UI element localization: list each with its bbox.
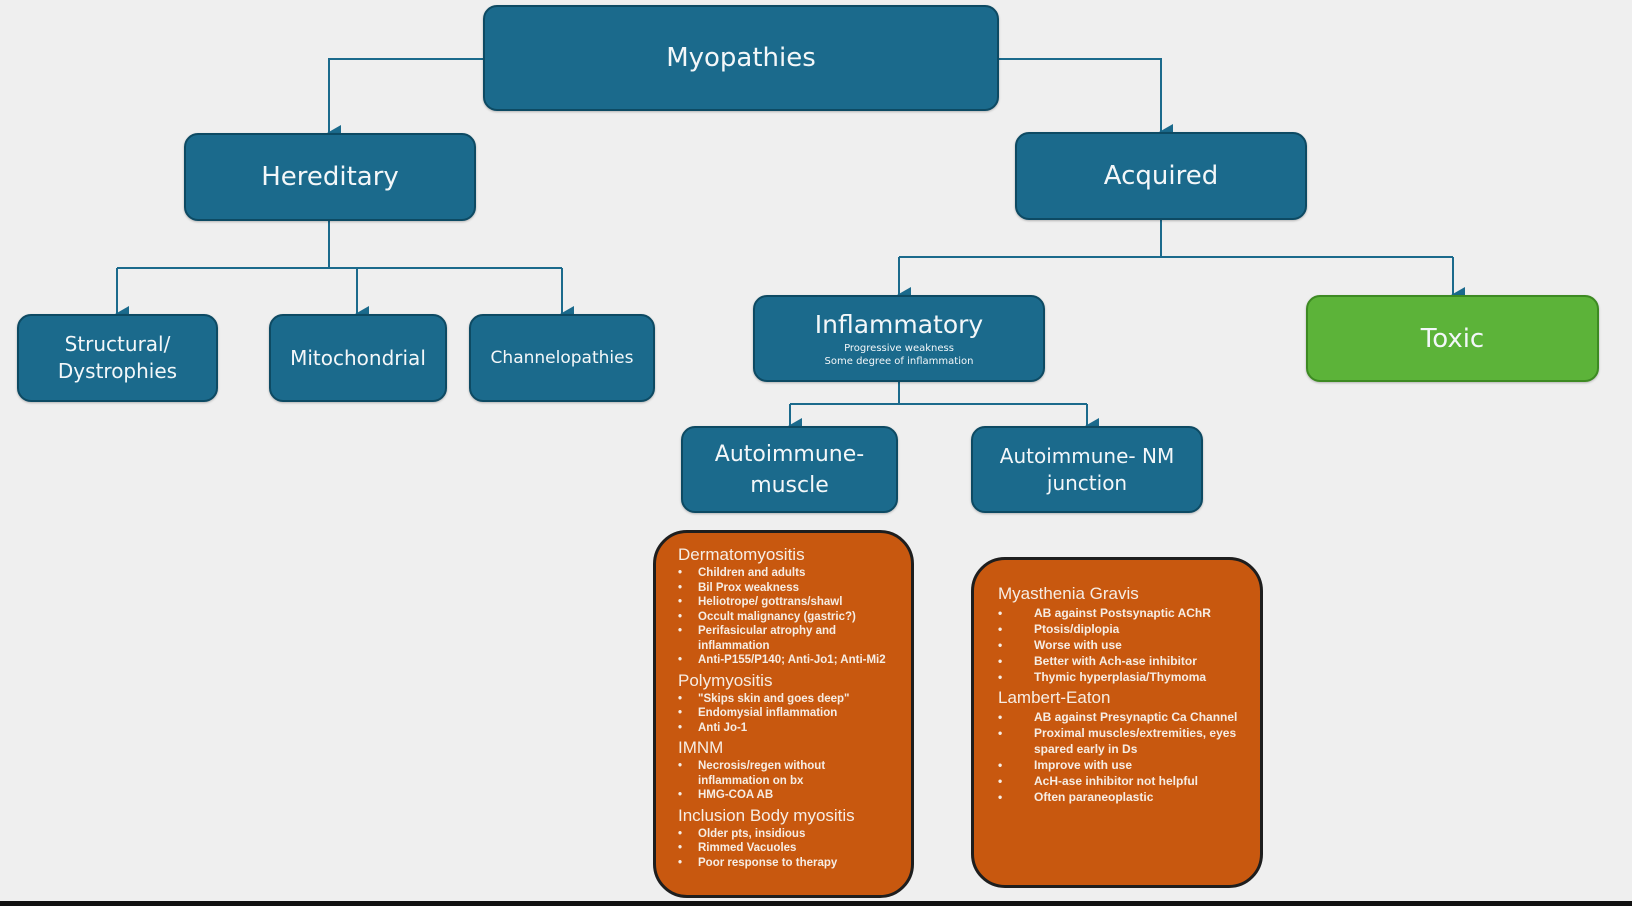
list-item: Bil Prox weakness — [678, 581, 897, 596]
autoimmune-nmj-details: Myasthenia Gravis AB against Postsynaptic… — [971, 557, 1263, 888]
list-item: Proximal muscles/extremities, eyes spare… — [998, 725, 1242, 757]
list-item: Endomysial inflammation — [678, 706, 897, 721]
node-inflammatory: Inflammatory Progressive weakness Some d… — [753, 295, 1045, 382]
autoimmune-muscle-details: DermatomyositisChildren and adultsBil Pr… — [653, 530, 914, 898]
node-label: Autoimmune- NM junction — [999, 443, 1175, 495]
list-item: Better with Ach-ase inhibitor — [998, 653, 1242, 669]
list-item: AB against Presynaptic Ca Channel — [998, 709, 1242, 725]
list-item: Children and adults — [678, 566, 897, 581]
node-acquired: Acquired — [1015, 132, 1307, 220]
list-item: Rimmed Vacuoles — [678, 841, 897, 856]
list-item: Improve with use — [998, 757, 1242, 773]
list-item: Ptosis/diplopia — [998, 621, 1242, 637]
section-title: IMNM — [678, 738, 724, 757]
node-label: Toxic — [1420, 323, 1485, 354]
section-title: Myasthenia Gravis — [998, 584, 1139, 603]
node-subtitle: Some degree of inflammation — [824, 355, 974, 367]
node-label: Acquired — [1103, 161, 1219, 191]
list-item: Older pts, insidious — [678, 827, 897, 842]
node-label: Autoimmune- muscle — [714, 441, 865, 498]
list-item: "Skips skin and goes deep" — [678, 692, 897, 707]
list-item: Worse with use — [998, 637, 1242, 653]
list-item: Necrosis/regen without inflammation on b… — [678, 759, 897, 788]
list-item: Heliotrope/ gottrans/shawl — [678, 595, 897, 610]
bullet-list: "Skips skin and goes deep"Endomysial inf… — [678, 692, 897, 736]
node-hereditary: Hereditary — [184, 133, 476, 221]
list-item: Poor response to therapy — [678, 856, 897, 871]
node-label: Hereditary — [261, 162, 399, 192]
list-item: AcH-ase inhibitor not helpful — [998, 773, 1242, 789]
node-autoimmune-muscle: Autoimmune- muscle — [681, 426, 898, 513]
node-autoimmune-nm-junction: Autoimmune- NM junction — [971, 426, 1203, 513]
section-title: Inclusion Body myositis — [678, 805, 855, 825]
node-toxic: Toxic — [1306, 295, 1599, 382]
node-mitochondrial: Mitochondrial — [269, 314, 447, 402]
bottom-edge — [0, 901, 1632, 906]
node-structural-dystrophies: Structural/ Dystrophies — [17, 314, 218, 402]
bullet-list: AB against Presynaptic Ca ChannelProxima… — [998, 709, 1242, 805]
list-item: AB against Postsynaptic AChR — [998, 605, 1242, 621]
node-subtitle: Progressive weakness — [844, 342, 954, 354]
node-label: Inflammatory — [814, 309, 984, 339]
node-label: Mitochondrial — [290, 346, 426, 370]
node-label: Channelopathies — [490, 348, 634, 368]
node-channelopathies: Channelopathies — [469, 314, 655, 402]
list-item: Anti-P155/P140; Anti-Jo1; Anti-Mi2 — [678, 653, 897, 668]
list-item: HMG-COA AB — [678, 788, 897, 803]
section-title: Lambert-Eaton — [998, 688, 1111, 707]
section-title: Polymyositis — [678, 670, 773, 690]
list-item: Often paraneoplastic — [998, 789, 1242, 805]
node-label: Myopathies — [666, 43, 816, 73]
list-item: Thymic hyperplasia/Thymoma — [998, 669, 1242, 685]
section-title: Dermatomyositis — [678, 545, 805, 564]
list-item: Perifasicular atrophy and inflammation — [678, 624, 897, 653]
bullet-list: AB against Postsynaptic AChRPtosis/diplo… — [998, 605, 1242, 685]
list-item: Anti Jo-1 — [678, 721, 897, 736]
bullet-list: Necrosis/regen without inflammation on b… — [678, 759, 897, 803]
node-myopathies: Myopathies — [483, 5, 999, 111]
bullet-list: Older pts, insidiousRimmed VacuolesPoor … — [678, 827, 897, 871]
list-item: Occult malignancy (gastric?) — [678, 610, 897, 625]
bullet-list: Children and adultsBil Prox weaknessHeli… — [678, 566, 897, 668]
node-label: Structural/ Dystrophies — [57, 332, 178, 383]
